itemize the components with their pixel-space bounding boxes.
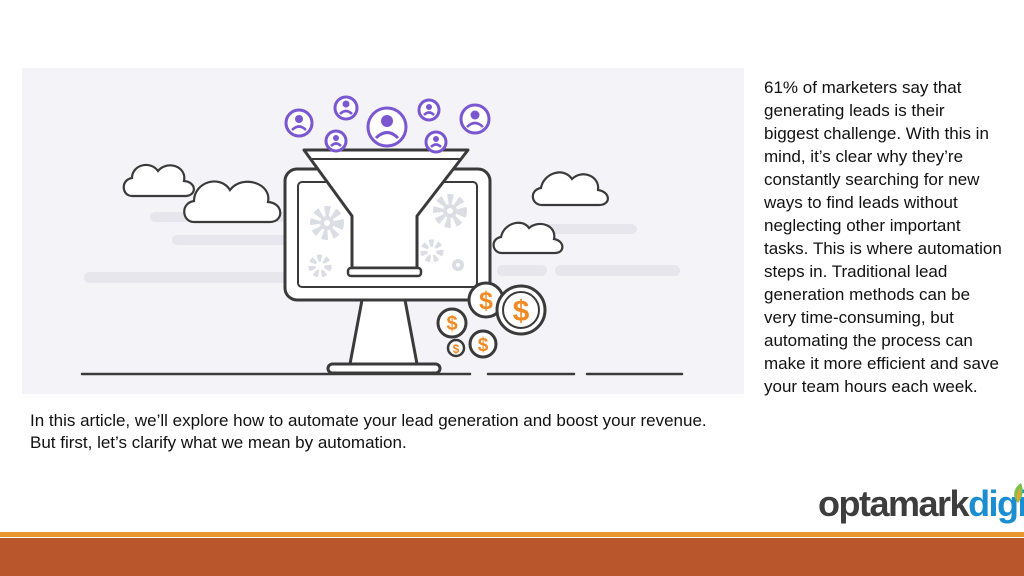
svg-text:$: $ (478, 335, 489, 356)
user-icon (459, 103, 491, 135)
leaf-icon (1014, 483, 1023, 503)
user-icon (333, 95, 359, 121)
footer-bar (0, 538, 1024, 576)
funnel-icon (302, 148, 470, 278)
dollar-coin-icons: $ $ $ $ $ (436, 281, 547, 359)
logo-text-optamark: optamark (818, 483, 970, 524)
svg-text:$: $ (513, 295, 530, 328)
gear-icons (308, 194, 467, 278)
footer-accent-line (0, 532, 1024, 537)
funnel-illustration: $ $ $ $ $ (22, 68, 744, 394)
clouds (122, 163, 609, 255)
user-icons (284, 95, 491, 154)
svg-text:$: $ (453, 342, 460, 356)
logo-text-digital: digital (968, 483, 1024, 524)
user-icon (424, 130, 448, 154)
optamark-digital-logo: optamarkdigital (818, 480, 1024, 528)
statistics-paragraph: 61% of marketers say that generating lea… (764, 78, 1002, 396)
svg-text:$: $ (446, 313, 457, 335)
svg-text:$: $ (479, 287, 493, 315)
user-icon (366, 106, 408, 148)
user-icon (324, 129, 348, 153)
article-intro-text: In this article, we’ll explore how to au… (30, 411, 707, 452)
user-icon (417, 98, 441, 122)
user-icon (284, 108, 314, 138)
